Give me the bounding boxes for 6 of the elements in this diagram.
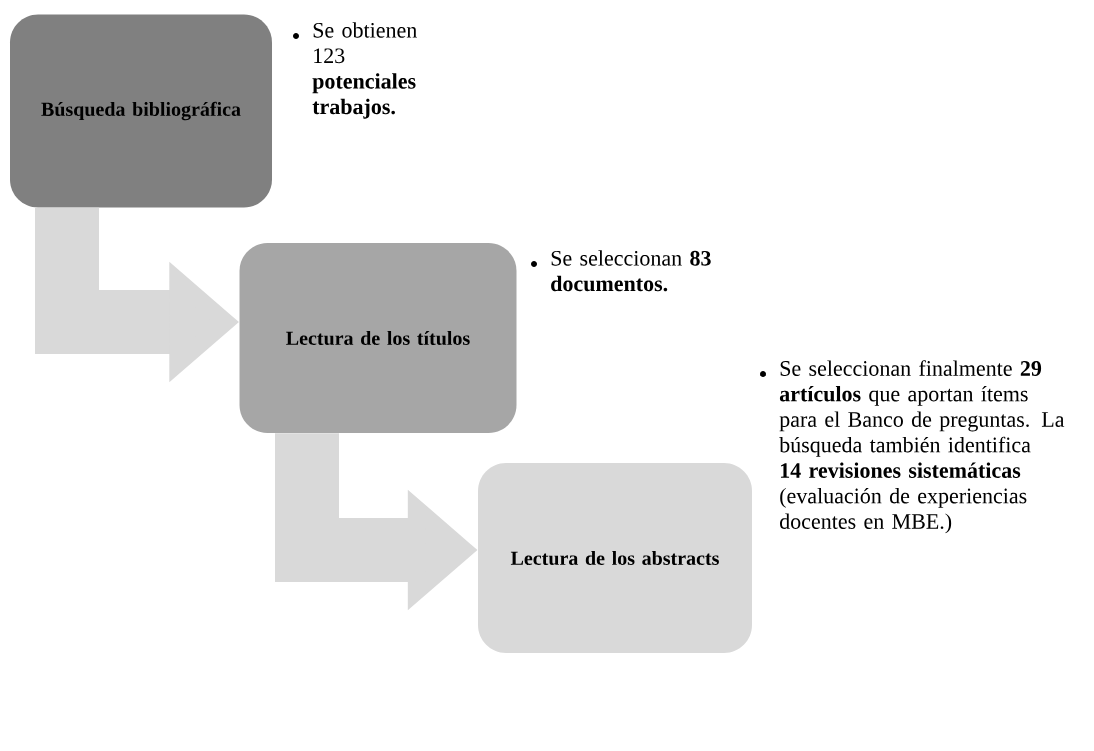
process-box: Lectura de los títulos [239,243,517,433]
process-box: Búsqueda bibliográfica [10,14,272,208]
process-box: Lectura de los abstracts [478,463,752,653]
bullet-text: Se seleccionan 83 documentos. [551,250,711,292]
bullet-text: Se seleccionan finalmente 29 artículos que aportan ítems para el Banco de preguntas. La búsqueda también identifica 14 revisiones sistemáticas (evaluación de experiencias docentes en MBE.) [779,360,1065,534]
bullet-text: Se obtienen 123 potenciales trabajos. [312,22,417,119]
